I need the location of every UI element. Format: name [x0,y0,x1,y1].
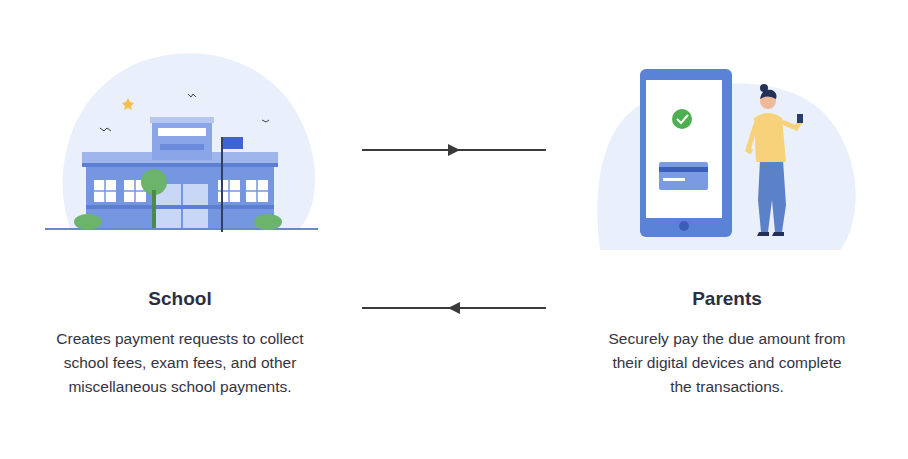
illustration-part [659,162,708,190]
illustration-part [160,144,204,150]
node-heading: School [5,287,355,311]
illustration-part [74,214,102,230]
illustration-part [86,160,274,228]
node-heading: Parents [553,287,901,311]
illustration-part [672,109,692,129]
illustration-part [663,178,685,181]
parents-illustration [597,69,855,250]
flow-arrow [362,149,546,151]
school-illustration: ⁣ [45,53,318,232]
illustration-part [677,115,688,123]
illustration-part [152,190,156,228]
illustration-part [754,113,786,162]
illustration-part [122,98,134,110]
parent-figure [748,84,803,236]
illustration-part [86,205,274,209]
step-block: ParentsSecurely pay the due amount from … [553,40,901,430]
illustration-part [646,80,722,218]
node-description: Securely pay the due amount from their d… [601,327,853,399]
illustration-part [748,124,756,152]
illustration-part [757,232,784,236]
illustration-part [221,137,223,232]
illustration-part [82,163,278,167]
illustration-part [758,160,786,232]
illustration-part [797,114,803,123]
illustration-part [100,94,269,131]
illustration-part [63,53,315,228]
illustration-part [640,69,732,237]
illustration-part [254,214,282,230]
flow-arrow [362,307,546,309]
node-description: Creates payment requests to collect scho… [44,327,316,399]
illustration-part [760,84,768,92]
illustration-part [679,221,689,231]
illustration-part [152,120,212,160]
illustration-part [150,117,214,123]
illustration-part [158,128,206,136]
illustration-part [94,180,268,202]
step-block: SchoolCreates payment requests to collec… [5,40,355,430]
illustration-part [659,167,708,172]
illustration-part [223,137,243,149]
